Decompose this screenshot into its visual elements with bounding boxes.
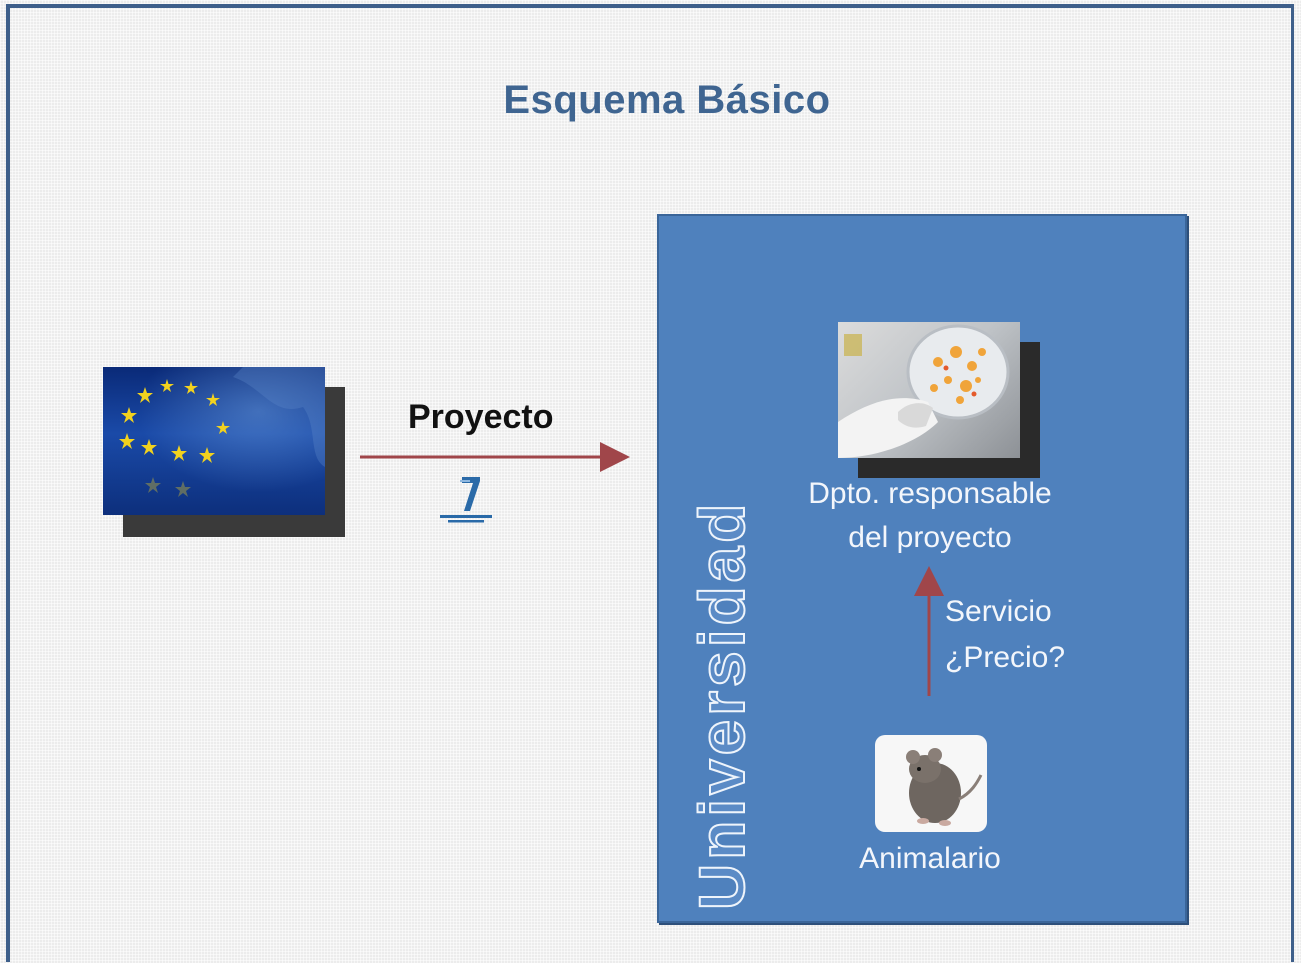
eu-flag-picture [103,367,345,537]
eu-flag-image [103,367,325,515]
mouse-image [875,735,987,832]
slide-title: Esquema Básico [503,78,831,122]
service-line-2: ¿Precio? [945,641,1066,674]
project-arrow-label: Proyecto [408,398,554,436]
animal-facility-label: Animalario [859,842,1001,875]
department-picture [838,322,1040,478]
petri-dish-image [838,322,1020,458]
department-line-2: del proyecto [848,521,1012,554]
department-label: Dpto. responsable del proyecto [790,472,1070,560]
fp7-logo [436,475,496,525]
department-line-1: Dpto. responsable [808,477,1052,510]
service-label: Servicio ¿Precio? [945,589,1065,681]
service-line-1: Servicio [945,595,1052,628]
slide-frame [6,4,1294,962]
